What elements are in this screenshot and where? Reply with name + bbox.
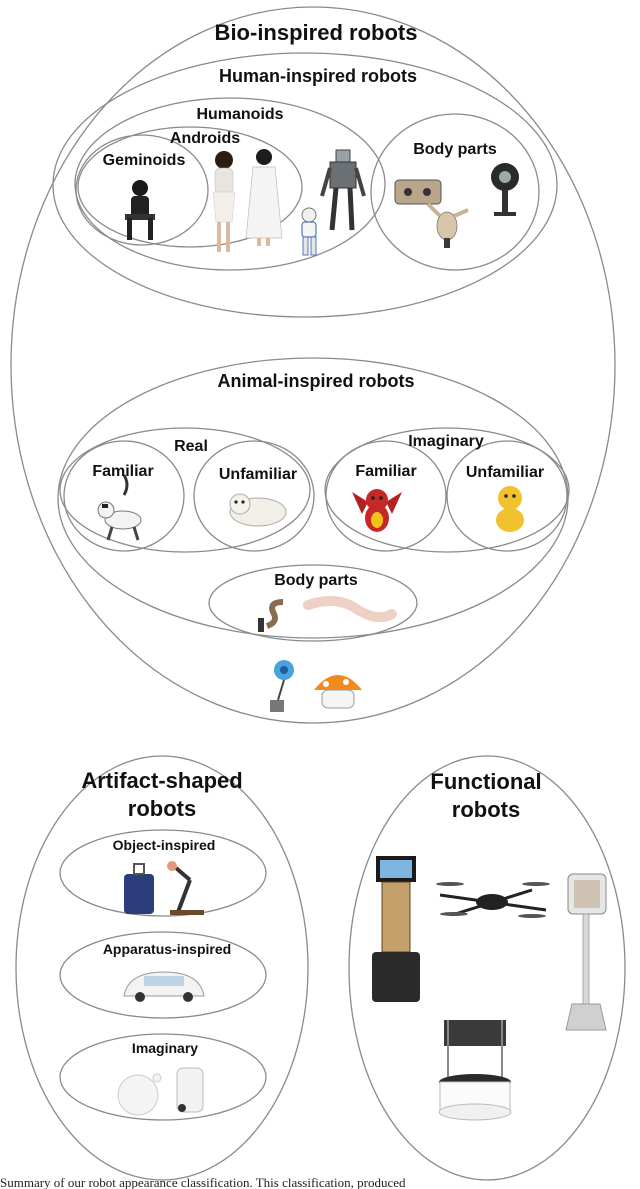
animal-inspired-ellipse xyxy=(57,357,569,639)
drone-robot-image xyxy=(436,882,550,918)
artifact-imaginary-label: Imaginary xyxy=(131,1040,199,1056)
car-robot-image xyxy=(123,971,205,1002)
imaginary-familiar-label: Familiar xyxy=(355,463,417,480)
real-unfamiliar-label: Unfamiliar xyxy=(218,466,298,483)
animal-imaginary-familiar-ellipse xyxy=(325,440,447,552)
bio-inspired-title: Bio-inspired robots xyxy=(214,20,418,45)
dragon-robot-image xyxy=(352,489,402,532)
metal-humanoid-image xyxy=(320,149,366,231)
robot-dog-image xyxy=(97,474,142,541)
animal-imaginary-label: Imaginary xyxy=(408,433,484,450)
turtlebot-robot-image xyxy=(438,1020,512,1121)
humanoids-ellipse xyxy=(74,97,386,271)
geminoids-label: Geminoids xyxy=(102,152,186,169)
apparatus-inspired-ellipse xyxy=(59,931,267,1019)
functional-title-line1: Functional xyxy=(430,769,542,794)
human-inspired-ellipse xyxy=(52,52,558,318)
white-ball-robot-image xyxy=(117,1073,162,1116)
animal-real-unfamiliar-ellipse xyxy=(193,440,315,552)
android-robot-image-2 xyxy=(245,149,283,246)
functional-title: Functional robots xyxy=(430,768,541,824)
android-robot-image-1 xyxy=(212,151,236,252)
object-inspired-ellipse xyxy=(59,829,267,917)
tentacle-robot-image xyxy=(303,596,397,623)
artifact-shaped-title: Artifact-shaped robots xyxy=(81,767,242,823)
human-body-parts-label: Body parts xyxy=(413,141,497,158)
functional-ellipse xyxy=(348,755,626,1181)
animal-real-label: Real xyxy=(174,438,208,455)
figure-caption: Summary of our robot appearance classifi… xyxy=(0,1175,406,1189)
artifact-title-line2: robots xyxy=(127,796,197,821)
object-inspired-label: Object-inspired xyxy=(112,837,216,853)
humanoids-label: Humanoids xyxy=(196,106,284,123)
geminoids-ellipse xyxy=(75,134,209,246)
real-familiar-label: Familiar xyxy=(92,463,154,480)
lamp-arm-robot-image xyxy=(167,861,204,915)
robot-head-image xyxy=(394,179,442,205)
telepresence-robot-image xyxy=(565,873,607,1031)
animal-imaginary-ellipse xyxy=(324,427,570,553)
white-box-robot-image xyxy=(176,1067,204,1113)
keepon-robot-image xyxy=(496,486,524,532)
artifact-shaped-ellipse xyxy=(15,755,309,1181)
androids-label: Androids xyxy=(169,130,241,147)
human-inspired-title: Human-inspired robots xyxy=(218,66,418,86)
animal-body-parts-label: Body parts xyxy=(274,572,358,589)
androids-ellipse xyxy=(77,126,303,248)
animal-inspired-title: Animal-inspired robots xyxy=(217,371,415,391)
snake-robot-image xyxy=(258,599,284,632)
tall-service-robot-image xyxy=(372,856,420,1002)
flower-robot-image xyxy=(270,660,294,712)
animal-body-parts-ellipse xyxy=(208,564,418,642)
animal-imaginary-unfamiliar-ellipse xyxy=(446,440,568,552)
human-body-parts-ellipse xyxy=(370,113,540,271)
artifact-title-line1: Artifact-shaped xyxy=(81,768,243,793)
robot-eye-camera-image xyxy=(491,163,519,216)
artifact-imaginary-ellipse xyxy=(59,1033,267,1121)
bio-inspired-ellipse xyxy=(10,6,616,724)
nao-humanoid-image xyxy=(301,207,317,256)
seal-robot-image xyxy=(229,493,287,527)
imaginary-unfamiliar-label: Unfamiliar xyxy=(465,464,545,481)
robot-hand-image xyxy=(426,202,469,248)
apparatus-inspired-label: Apparatus-inspired xyxy=(102,941,232,957)
geminoid-robot-image xyxy=(125,180,155,240)
functional-title-line2: robots xyxy=(451,797,521,822)
animal-real-familiar-ellipse xyxy=(63,440,185,552)
mushroom-robot-image xyxy=(314,675,362,709)
suitcase-robot-image xyxy=(124,863,154,914)
animal-real-ellipse xyxy=(59,427,311,553)
